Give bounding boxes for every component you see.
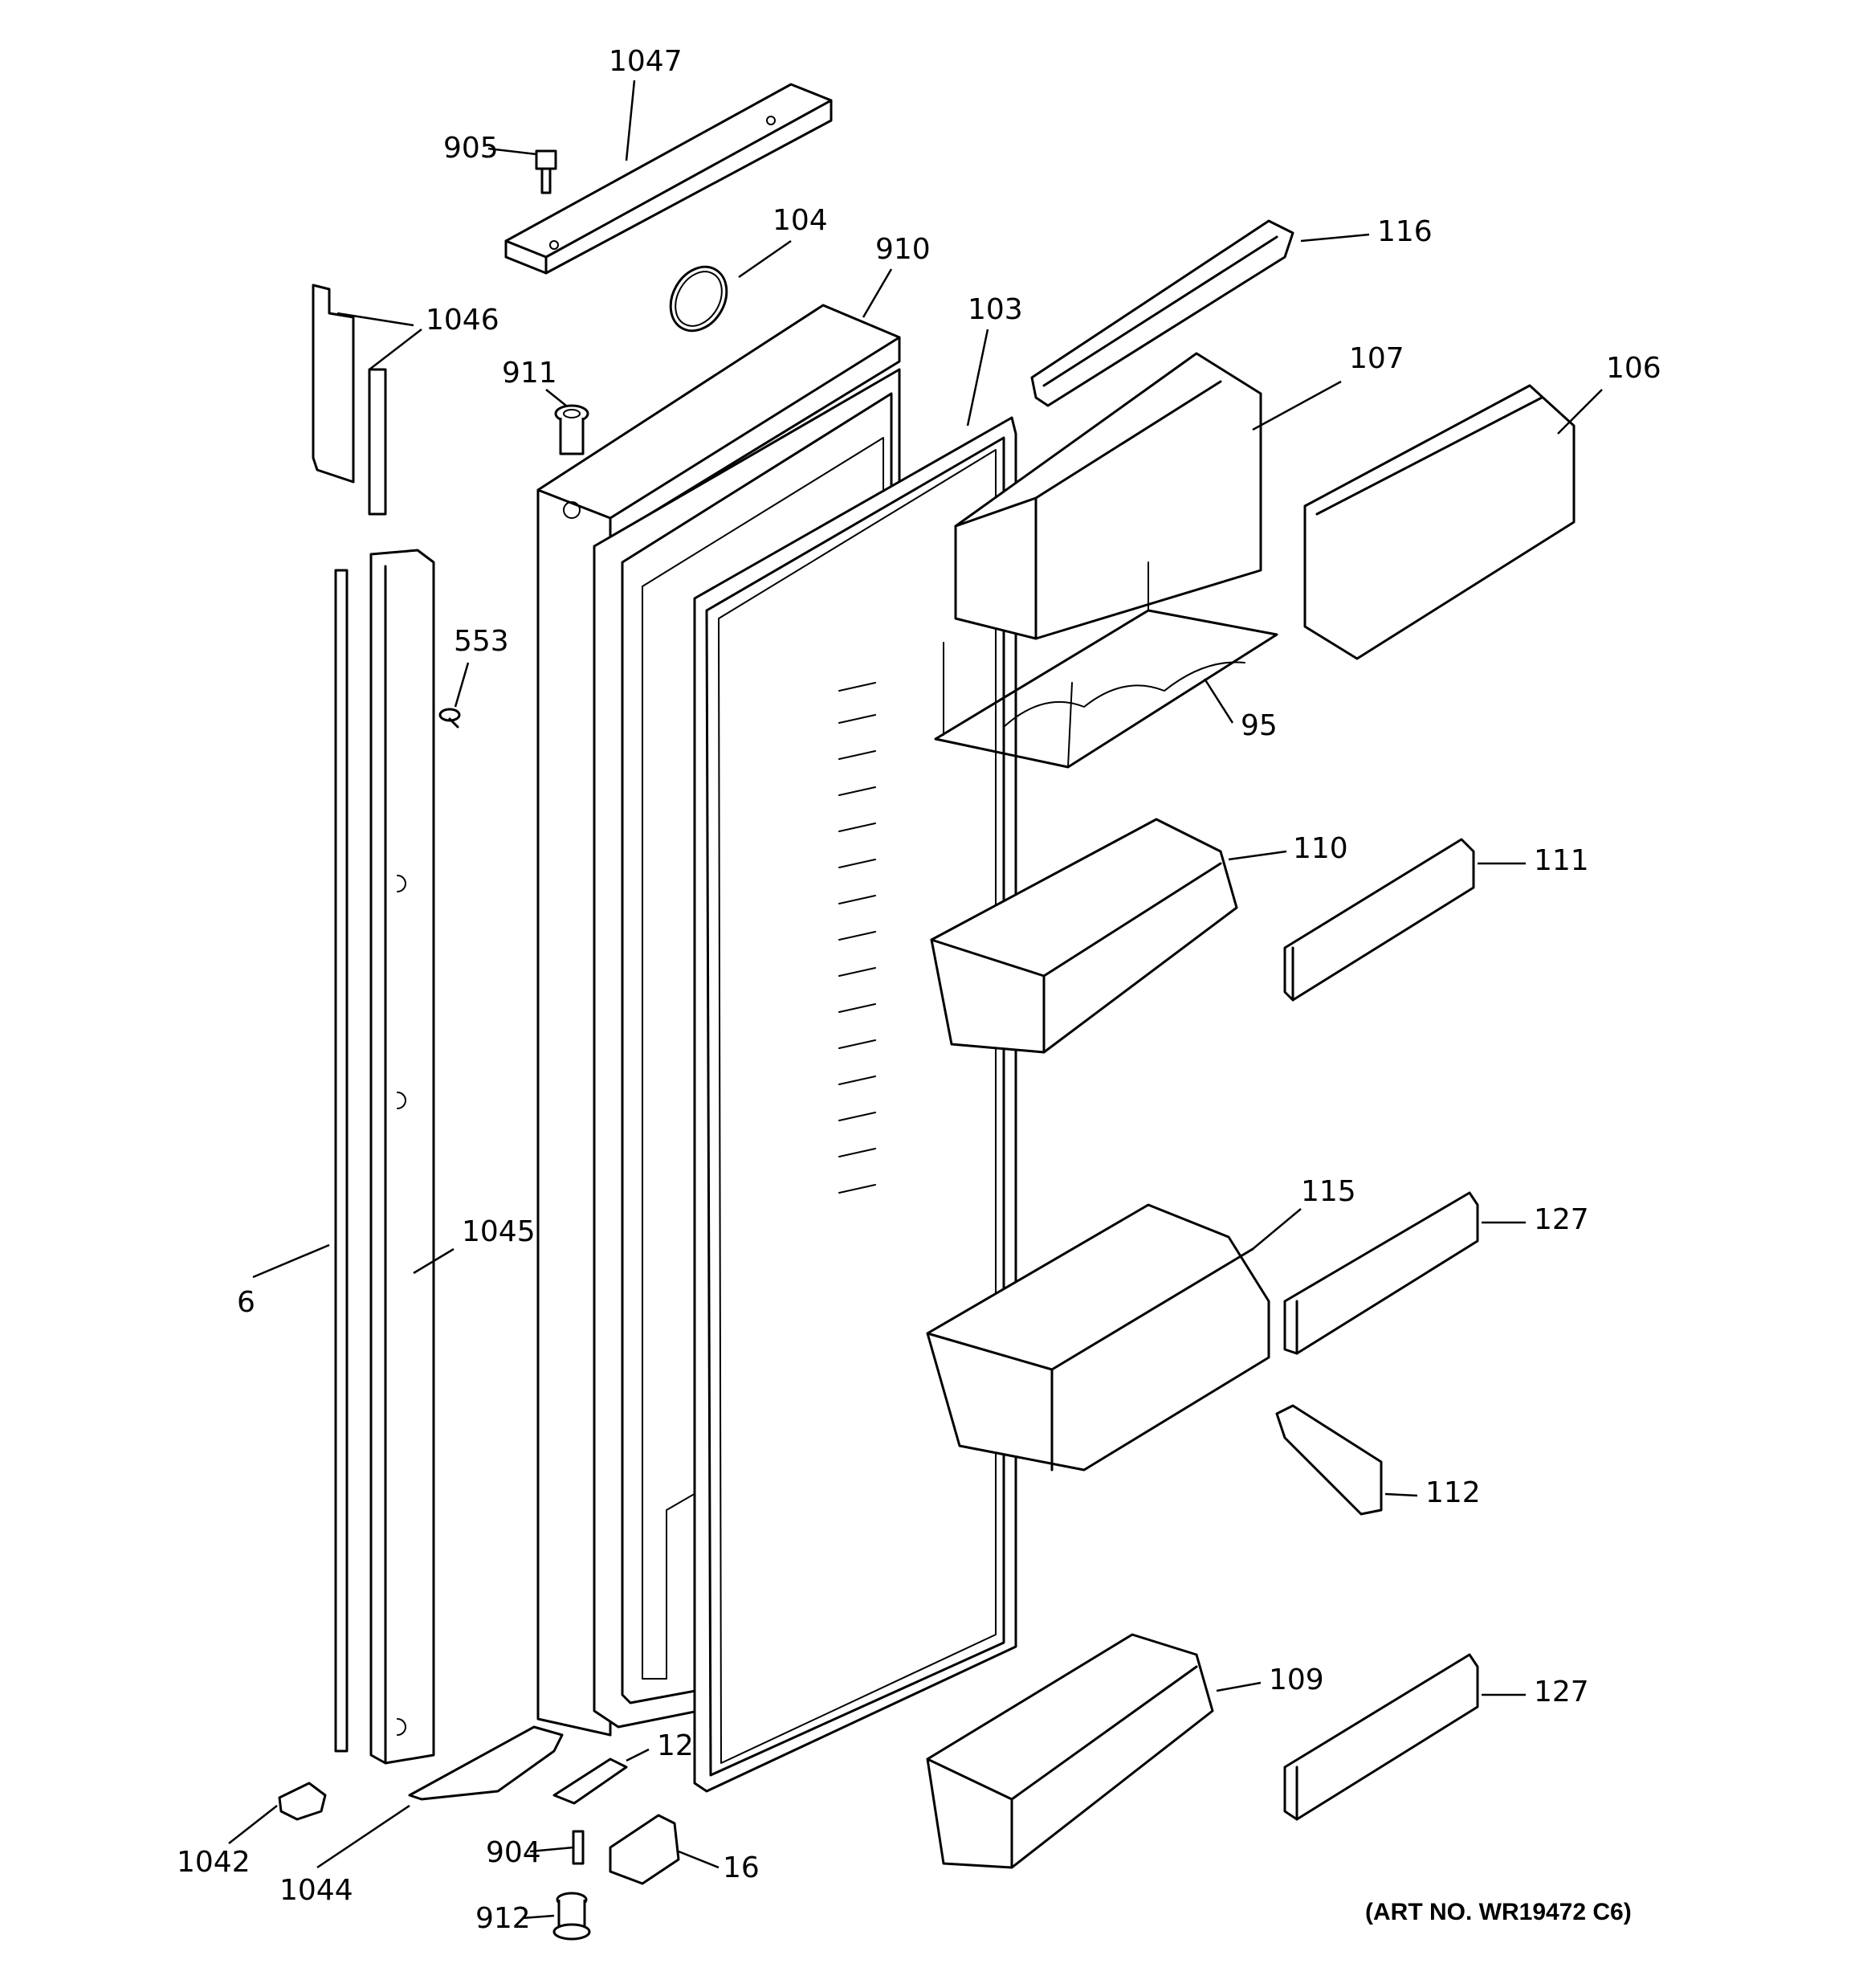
part-6-rod [334, 569, 349, 1753]
leader-lines [228, 80, 1603, 1920]
callout-911: 911 [502, 357, 557, 390]
part-104-ring [669, 265, 728, 333]
callout-106: 106 [1606, 352, 1661, 385]
callout-16: 16 [723, 1851, 760, 1884]
callout-111: 111 [1534, 844, 1589, 877]
part-911-bushing [554, 404, 589, 455]
part-1046-trim [312, 284, 387, 516]
callout-553: 553 [454, 625, 509, 658]
art-number: (ART NO. WR19472 C6) [1365, 1899, 1632, 1925]
part-1044-bracket [408, 1725, 564, 1801]
door-rail-tabs [838, 682, 876, 1194]
part-127-cover-upper [1283, 1191, 1479, 1355]
callout-95: 95 [1241, 709, 1278, 742]
part-1045-channel [369, 549, 435, 1765]
callout-912: 912 [475, 1902, 531, 1935]
part-106-cover [1303, 384, 1576, 660]
part-127-cover-lower [1283, 1653, 1479, 1821]
part-904-screw [572, 1830, 585, 1865]
callout-127-upper: 127 [1534, 1203, 1589, 1236]
callout-110: 110 [1293, 832, 1348, 865]
callout-904: 904 [486, 1836, 541, 1869]
callout-1045: 1045 [462, 1215, 536, 1248]
callout-6: 6 [237, 1286, 255, 1319]
part-115-bin [926, 1203, 1270, 1472]
part-16-hinge-block [609, 1814, 680, 1885]
callout-115: 115 [1301, 1175, 1356, 1208]
callout-116: 116 [1377, 215, 1433, 248]
part-109-bin [926, 1633, 1214, 1869]
callout-labels: 1047 905 104 910 116 1046 103 107 106 91… [177, 45, 1661, 1935]
callout-109: 109 [1269, 1663, 1324, 1696]
callout-1044: 1044 [279, 1874, 353, 1907]
part-107-bin [954, 352, 1262, 640]
callout-127-lower: 127 [1534, 1676, 1589, 1708]
callout-905: 905 [443, 132, 499, 165]
part-553-pin [438, 708, 461, 729]
callout-112: 112 [1425, 1476, 1481, 1509]
part-116-bar [1030, 219, 1294, 407]
callout-104: 104 [773, 204, 828, 237]
callout-103: 103 [968, 293, 1023, 326]
callout-1046: 1046 [426, 304, 499, 337]
part-111-cover [1283, 838, 1475, 1002]
callout-107: 107 [1349, 342, 1404, 375]
part-1047-hinge-bracket [504, 83, 833, 275]
part-905-bolt [535, 149, 557, 194]
part-112-clip [1275, 1404, 1383, 1516]
part-12-hinge [552, 1757, 628, 1805]
part-103-gasket [693, 416, 1017, 1793]
callout-910: 910 [875, 233, 931, 266]
callout-1042: 1042 [177, 1846, 251, 1879]
part-95-wire-rack [934, 561, 1278, 769]
callout-12: 12 [657, 1729, 694, 1762]
part-1042-clip [278, 1782, 327, 1821]
part-912-cap [552, 1892, 591, 1941]
callout-1047: 1047 [609, 45, 683, 78]
part-110-bin [930, 818, 1238, 1054]
